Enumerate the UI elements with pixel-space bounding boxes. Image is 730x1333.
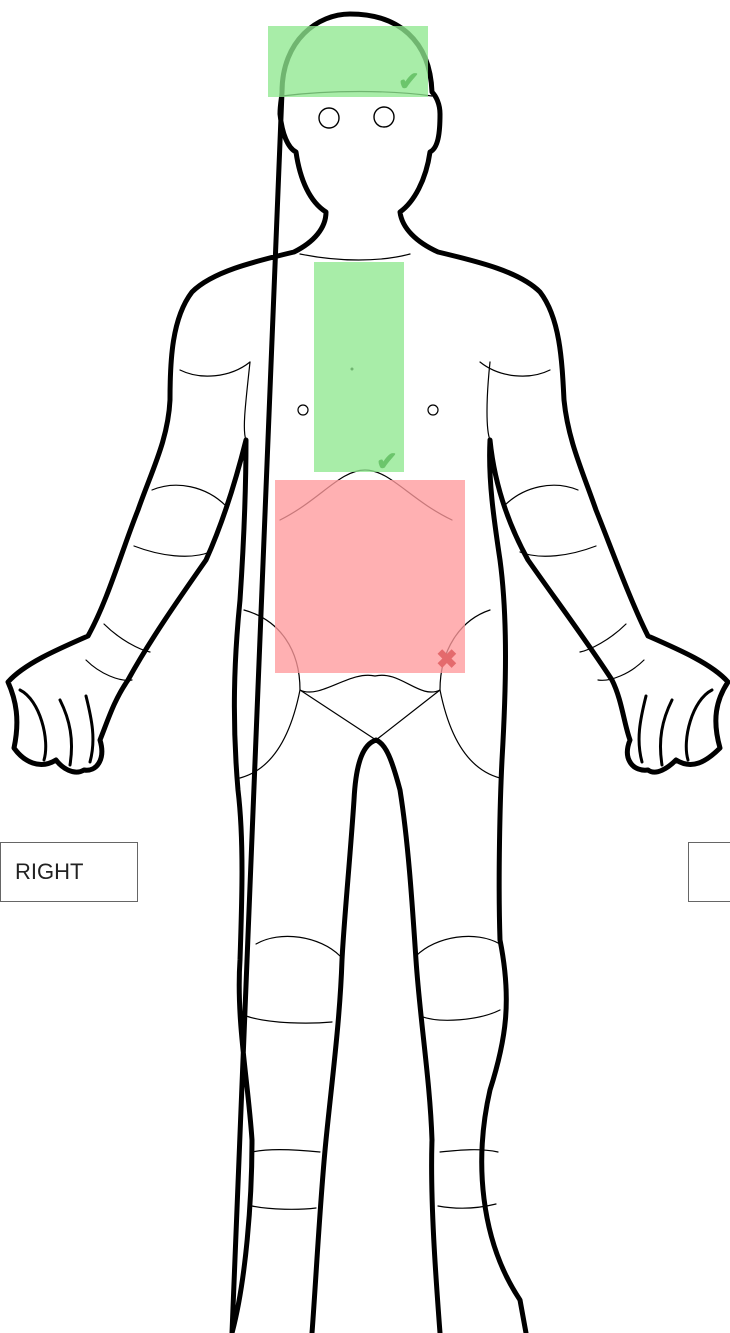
right-side-label: RIGHT [0,842,138,902]
cross-icon: ✖ [436,646,458,672]
eye-left-icon [374,107,394,127]
zone-chest[interactable] [314,262,404,472]
left-side-label [688,842,730,902]
eye-right-icon [319,108,339,128]
check-icon: ✔ [376,448,398,474]
body-outline [8,14,728,1333]
check-icon: ✔ [398,68,420,94]
